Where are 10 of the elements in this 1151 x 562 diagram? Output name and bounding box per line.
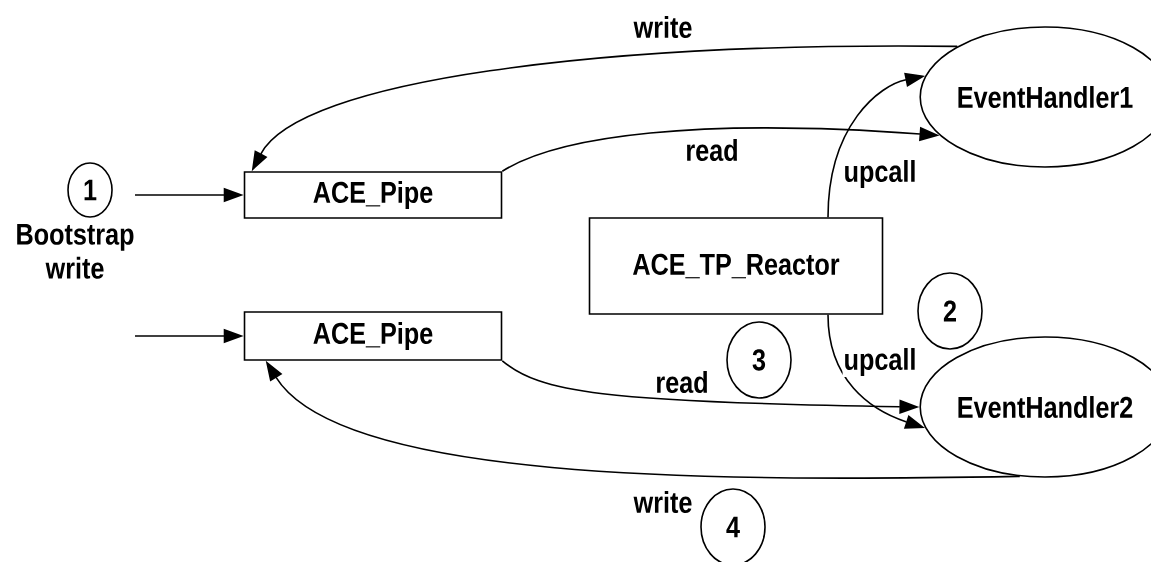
edge-label: upcall [842, 347, 918, 377]
caption-text: Bootstrap write [17, 223, 134, 279]
edge-label: write [632, 15, 694, 39]
class-box: ACE_Pipe [243, 311, 503, 361]
edge-label: write [632, 490, 694, 514]
edge-label: read [684, 138, 740, 162]
class-box: ACE_TP_Reactor [588, 217, 884, 315]
edge-label: upcall [842, 159, 918, 189]
class-box: ACE_Pipe [243, 171, 503, 219]
edge-label: read [654, 370, 710, 394]
